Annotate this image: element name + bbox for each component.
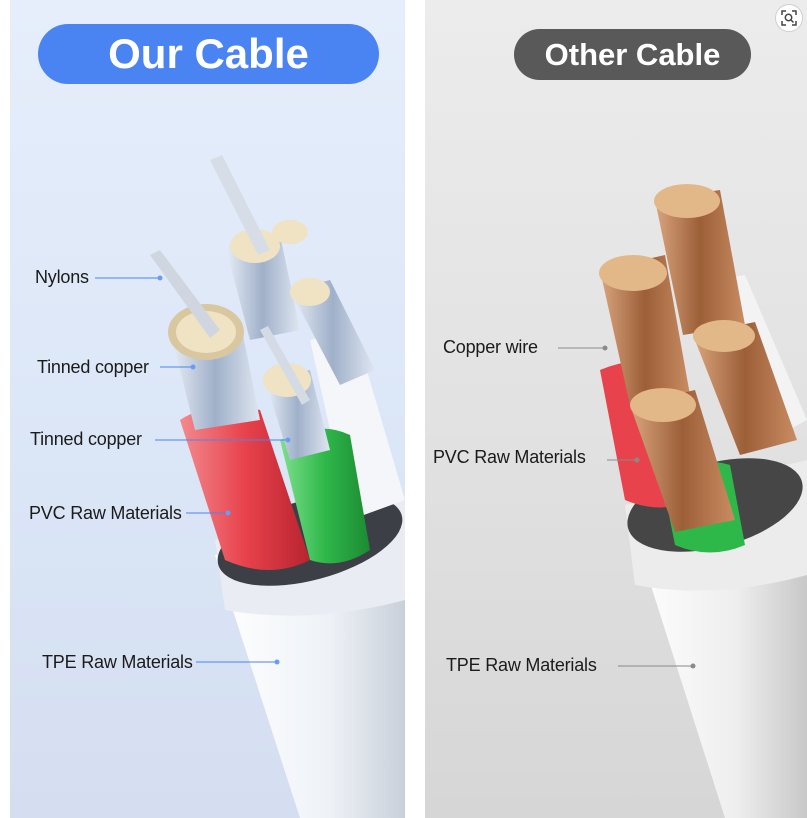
label-tpe-raw-materials: TPE Raw Materials — [42, 652, 193, 672]
our-cable-title: Our Cable — [38, 24, 379, 84]
label-tpe-raw-materials-other: TPE Raw Materials — [446, 655, 597, 675]
other-cable-title: Other Cable — [514, 29, 751, 80]
label-pvc-raw-materials-other: PVC Raw Materials — [433, 447, 586, 467]
visual-search-button[interactable] — [775, 4, 803, 32]
label-tinned-copper-2: Tinned copper — [30, 429, 142, 449]
our-cable-illustration — [95, 155, 405, 818]
visual-search-icon — [781, 10, 797, 26]
label-copper-wire: Copper wire — [443, 337, 538, 357]
other-cable-illustration — [558, 184, 807, 818]
label-pvc-raw-materials: PVC Raw Materials — [29, 503, 182, 523]
label-nylons: Nylons — [35, 267, 89, 287]
our-cable-panel: Our Cable Nylons Tinned copper Tinned co… — [10, 0, 405, 818]
label-tinned-copper-1: Tinned copper — [37, 357, 149, 377]
other-cable-panel: Other Cable Copper wire PVC Raw Material… — [425, 0, 807, 818]
